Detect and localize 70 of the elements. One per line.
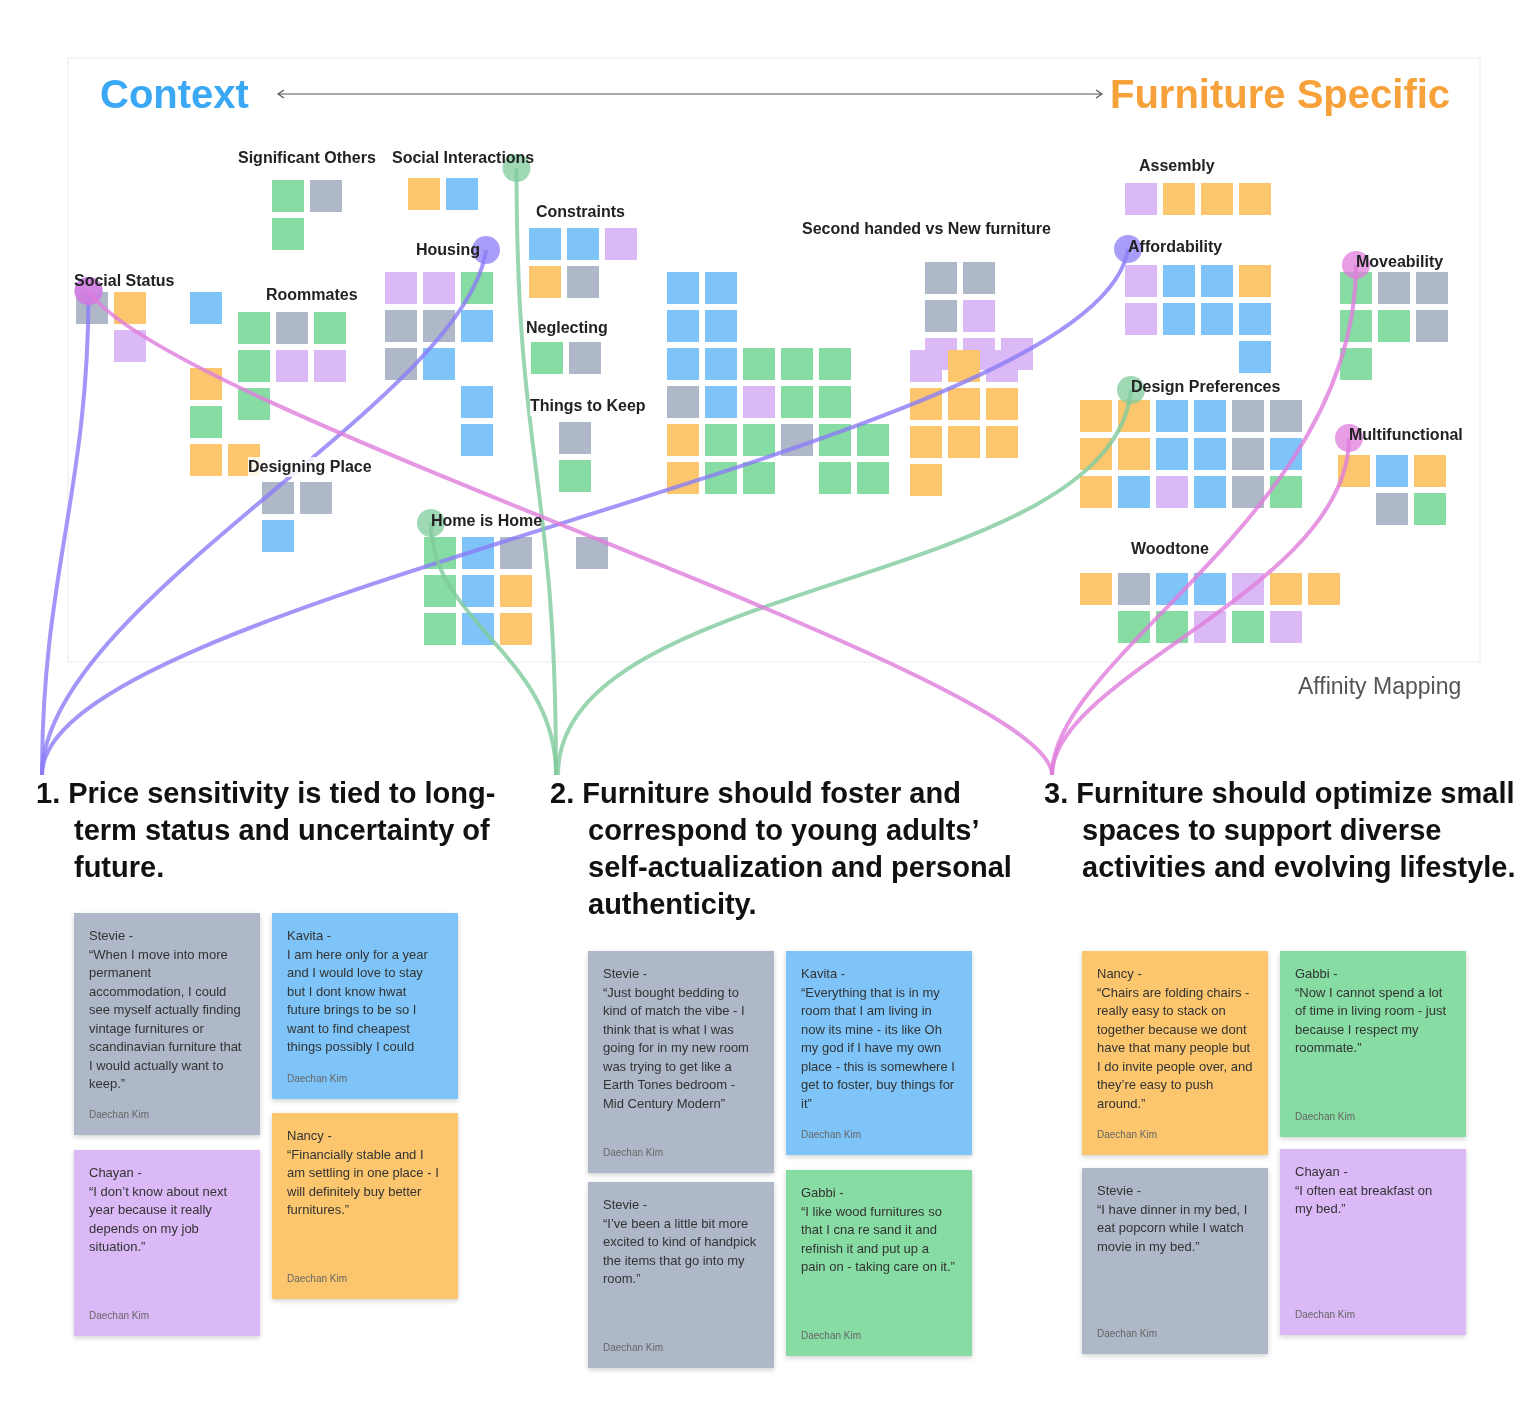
author-name: Daechan Kim — [89, 1109, 150, 1121]
cluster-heading: Multifunctional — [1349, 425, 1471, 445]
quote-text: “I don’t know about next year because it really depends on my job situation.” — [89, 1182, 229, 1256]
sticky-note — [786, 1170, 972, 1356]
quote-text: “Chairs are folding chairs - really easy to stack on together because we dont have that many people but I do invite people over, and they’re easy to push around.” — [1097, 983, 1253, 1113]
quote-text: I am here only for a year and I would love to stay but I dont know hwat future brings to be so I want to find cheapest things possibly I could — [287, 945, 429, 1056]
quote-text: “I like wood furnitures so that I cna re sand it and refinish it and put up a pain on - taking care on it.” — [801, 1202, 956, 1276]
sticky-note — [1082, 1168, 1268, 1354]
cluster-heading: Assembly — [1139, 156, 1215, 176]
speaker-name: Stevie - — [603, 1196, 649, 1214]
axis-label: Context — [100, 70, 270, 118]
speaker-name: Stevie - — [1097, 1182, 1143, 1200]
author-name: Daechan Kim — [287, 1073, 348, 1085]
cluster-heading: Housing — [416, 240, 486, 260]
author-name: Daechan Kim — [801, 1330, 862, 1342]
quote-text: “Financially stable and I am settling in one place - I will definitely buy better furnitures.” — [287, 1145, 440, 1219]
axis-label: Furniture Specific — [1110, 70, 1480, 118]
sticky-note — [272, 1113, 458, 1299]
insight-heading: 2. Furniture should foster and correspond to young adults’ self-actualization and personal authenticity. — [550, 775, 1030, 923]
quote-text: “I’ve been a little bit more excited to kind of handpick the items that go into my room.” — [603, 1214, 758, 1288]
speaker-name: Stevie - — [89, 927, 135, 945]
connector-line — [1050, 424, 1363, 776]
cluster-heading: Designing Place — [248, 457, 372, 477]
speaker-name: Stevie - — [603, 965, 649, 983]
speaker-name: Nancy - — [1097, 965, 1143, 983]
sticky-note — [74, 913, 260, 1135]
speaker-name: Gabbi - — [801, 1184, 845, 1202]
author-name: Daechan Kim — [1295, 1111, 1356, 1123]
author-name: Daechan Kim — [801, 1129, 862, 1141]
quote-text: “Just bought bedding to kind of match the vibe - I think that is what I was going for in my new room was trying to get like a Earth Tones bedroom - Mid Century Modern” — [603, 983, 750, 1113]
author-name: Daechan Kim — [1097, 1129, 1158, 1141]
speaker-name: Chayan - — [89, 1164, 143, 1182]
sticky-note — [588, 1182, 774, 1368]
sticky-note — [1280, 1149, 1466, 1335]
insight-heading: 3. Furniture should optimize small spaces to support diverse activities and evolving lifestyle. — [1044, 775, 1524, 886]
cluster-heading: Affordability — [1128, 237, 1228, 257]
connector-line — [556, 376, 1145, 776]
author-name: Daechan Kim — [1295, 1309, 1356, 1321]
cluster-heading: Things to Keep — [530, 396, 646, 416]
sticky-note — [272, 913, 458, 1099]
connector-line — [417, 509, 558, 776]
author-name: Daechan Kim — [89, 1310, 150, 1322]
insight-heading: 1. Price sensitivity is tied to long-term status and uncertainty of future. — [36, 775, 506, 886]
speaker-name: Kavita - — [801, 965, 847, 983]
sticky-note — [74, 1150, 260, 1336]
quote-text: “When I move into more permanent accommodation, I could see myself actually finding vintage furnitures or scandinavian furniture that I would actually want to keep.” — [89, 945, 243, 1093]
quote-text: “I have dinner in my bed, I eat popcorn while I watch movie in my bed.” — [1097, 1200, 1249, 1256]
speaker-name: Gabbi - — [1295, 965, 1339, 983]
author-name: Daechan Kim — [603, 1147, 664, 1159]
author-name: Daechan Kim — [1097, 1328, 1158, 1340]
cluster-heading: Design Preferences — [1131, 377, 1287, 397]
double-arrow — [277, 89, 1103, 99]
cluster-heading: Significant Others — [238, 148, 376, 168]
sticky-note — [786, 951, 972, 1155]
speaker-name: Nancy - — [287, 1127, 333, 1145]
sticky-note — [1082, 951, 1268, 1155]
quote-text: “Everything that is in my room that I am living in now its mine - its like Oh my god if I have my own place - this is somewhere I get to foster, buy things for it” — [801, 983, 956, 1113]
sticky-note — [1280, 951, 1466, 1137]
cluster-heading: Moveability — [1356, 252, 1452, 272]
cluster-heading: Social Status — [74, 271, 186, 291]
quote-text: “Now I cannot spend a lot of time in living room - just because I respect my roommate.” — [1295, 983, 1447, 1057]
cluster-heading: Social Interactions — [392, 148, 542, 168]
speaker-name: Chayan - — [1295, 1163, 1349, 1181]
author-name: Daechan Kim — [287, 1273, 348, 1285]
quote-text: “I often eat breakfast on my bed.” — [1295, 1181, 1434, 1218]
cluster-heading: Home is Home — [431, 511, 547, 531]
sticky-note — [588, 951, 774, 1173]
cluster-heading: Neglecting — [526, 318, 608, 338]
speaker-name: Kavita - — [287, 927, 333, 945]
author-name: Daechan Kim — [603, 1342, 664, 1354]
